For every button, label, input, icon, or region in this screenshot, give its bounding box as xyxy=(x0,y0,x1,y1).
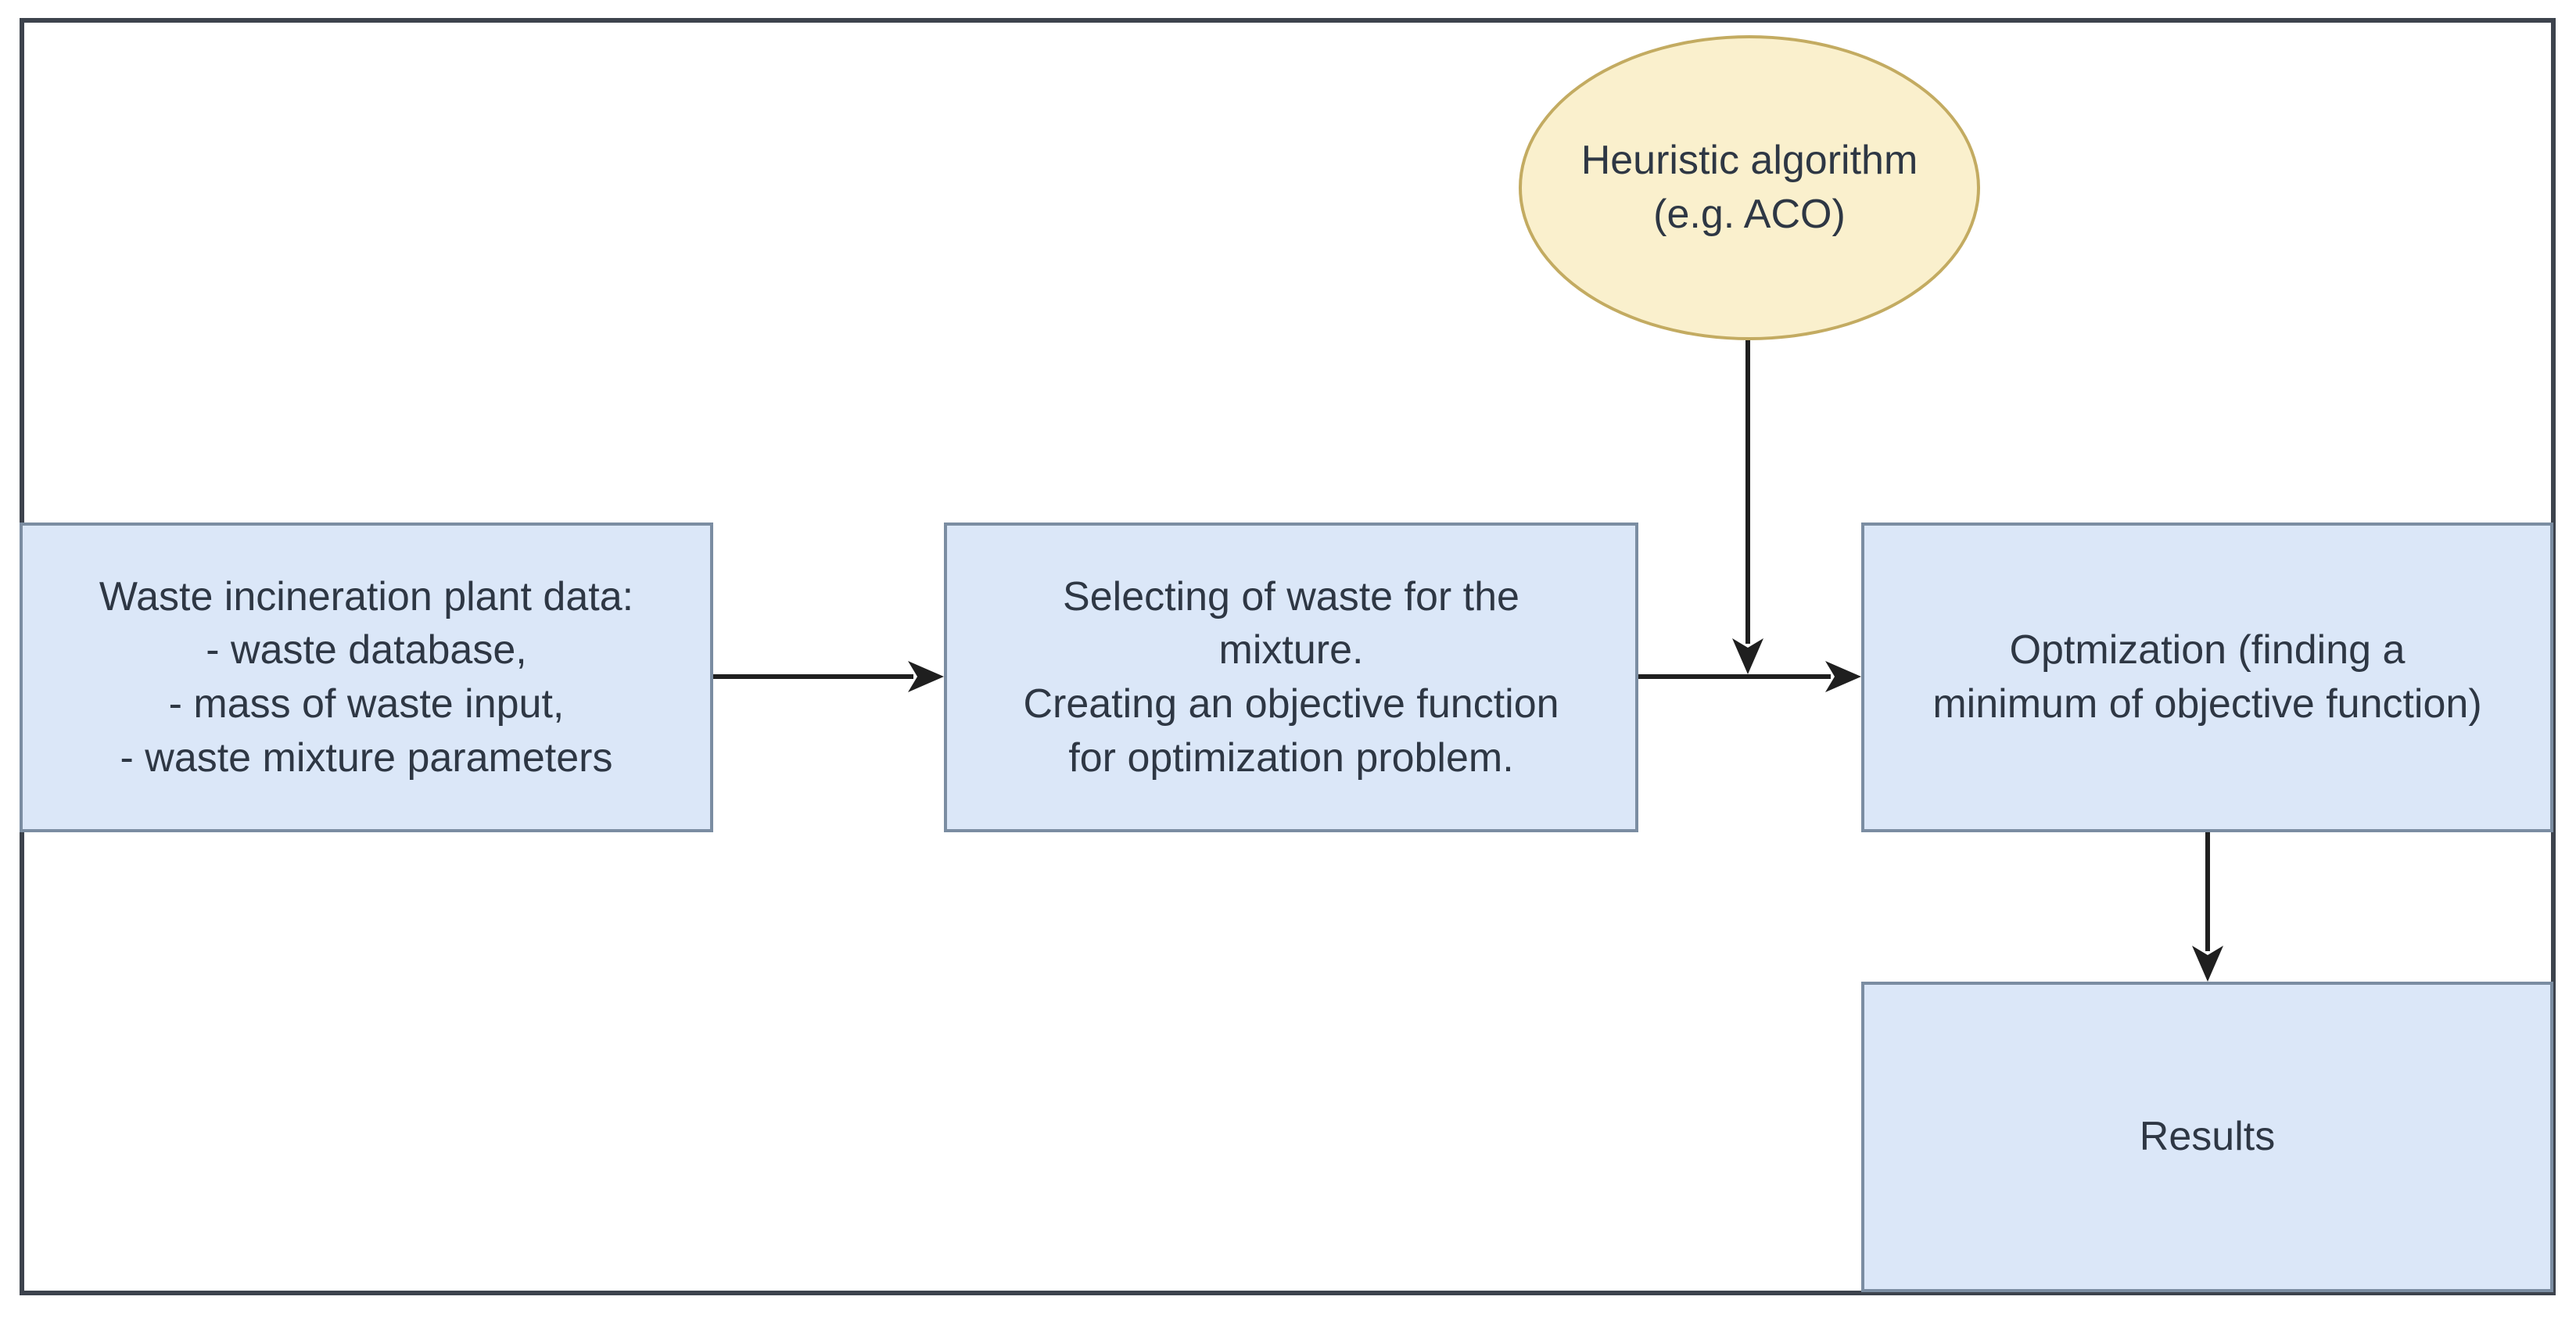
node-selecting-of-waste: Selecting of waste for the mixture. Crea… xyxy=(944,523,1638,832)
node-selecting-of-waste-label: Selecting of waste for the mixture. Crea… xyxy=(1023,573,1559,781)
node-heuristic-algorithm-label: Heuristic algorithm (e.g. ACO) xyxy=(1580,138,1918,237)
node-optimization: Optmization (finding a minimum of object… xyxy=(1861,523,2553,832)
node-optimization-label: Optmization (finding a minimum of object… xyxy=(1932,627,2482,727)
node-results: Results xyxy=(1861,982,2553,1292)
node-heuristic-algorithm: Heuristic algorithm (e.g. ACO) xyxy=(1519,35,1980,340)
node-results-label: Results xyxy=(2139,1114,2276,1160)
node-waste-incineration-plant-data: Waste incineration plant data: - waste d… xyxy=(20,523,713,832)
node-waste-incineration-plant-data-label: Waste incineration plant data: - waste d… xyxy=(99,573,634,781)
